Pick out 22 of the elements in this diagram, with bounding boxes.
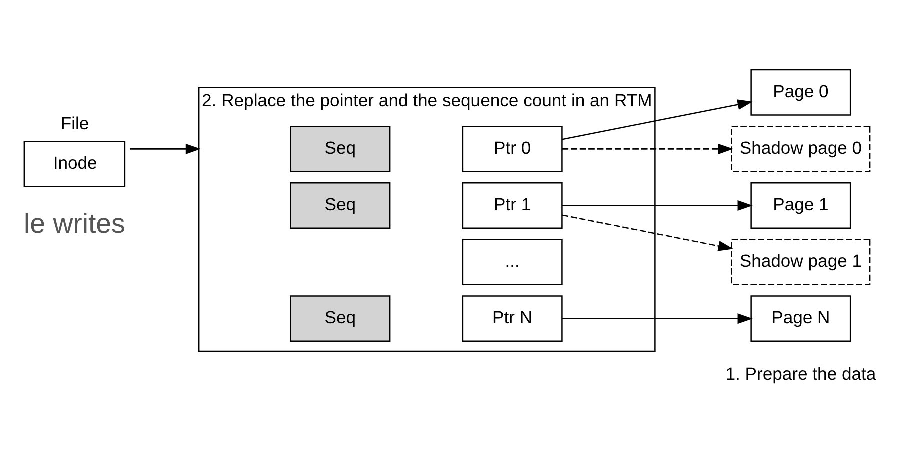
arrow	[562, 214, 734, 252]
node-box: Page 0	[750, 69, 852, 116]
node-label: File	[60, 113, 90, 134]
arrow	[562, 144, 734, 154]
node-box: Page N	[750, 296, 852, 342]
node-box: ...	[462, 239, 563, 286]
arrow	[562, 314, 753, 324]
node-box: Shadow page 1	[731, 239, 871, 286]
node-box: Ptr 0	[462, 126, 563, 172]
label: le writes	[24, 208, 126, 239]
node-box: Page 1	[750, 182, 852, 229]
arrow	[130, 144, 201, 154]
node-box: Ptr 1	[462, 182, 563, 229]
node-box: Ptr N	[462, 296, 563, 342]
arrow	[562, 200, 753, 211]
node-box: Shadow page 0	[731, 126, 871, 172]
node-box: Seq	[290, 296, 391, 342]
arrow	[562, 100, 753, 140]
node-box: Inode	[24, 141, 126, 188]
label: 1. Prepare the data	[726, 364, 876, 384]
node-box: Seq	[290, 126, 391, 172]
node-box: Seq	[290, 182, 391, 229]
